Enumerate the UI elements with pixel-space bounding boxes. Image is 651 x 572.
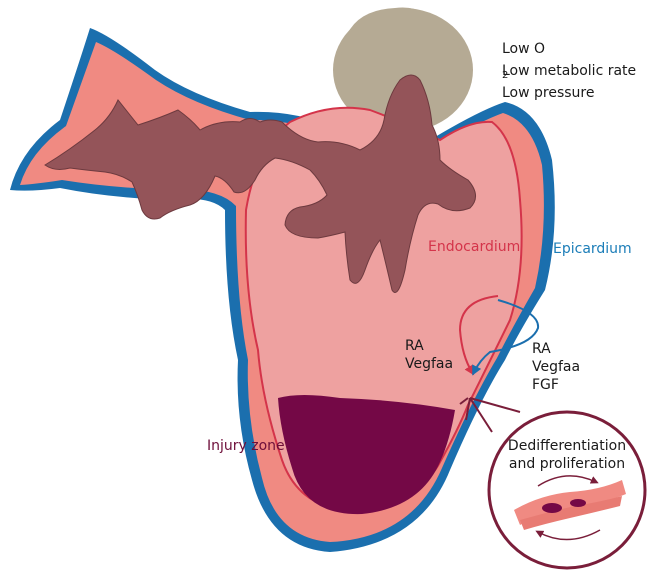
signal-vegfaa: Vegfaa [405, 356, 454, 372]
epicardium-label: Epicardium [553, 241, 632, 257]
epicardial-signals: RA Vegfaa FGF [532, 340, 580, 394]
inset-circle [487, 410, 647, 570]
endocardium-signal-arrow [458, 295, 499, 376]
injury-zone-label: Injury zone [207, 438, 285, 454]
epicardium-signal-arrow [472, 299, 540, 376]
cell-nucleus [542, 503, 562, 513]
inset-title-line-1: Dedifferentiation [507, 438, 627, 454]
injury-zone [278, 395, 455, 515]
dedifferentiating-cell [514, 480, 626, 525]
proliferation-arrow-bottom [535, 529, 601, 541]
dedifferentiating-cell-2 [520, 496, 622, 530]
signal-fgf: FGF [532, 377, 559, 393]
signal-vegfaa: Vegfaa [532, 359, 581, 375]
low-pressure-label: Low pressure [502, 85, 595, 101]
inset-title-line-2: and proliferation [508, 456, 626, 472]
low-metabolic-rate-label: Low metabolic rate [502, 63, 637, 79]
cell-nucleus-2 [570, 499, 586, 507]
endocardial-signals: RA Vegfaa [405, 337, 453, 373]
trabeculae [44, 74, 476, 293]
inset-connector [465, 397, 521, 433]
inset-title: Dedifferentiation and proliferation [492, 437, 642, 473]
signal-ra: RA [532, 341, 551, 357]
proliferation-arrow-top [537, 475, 599, 487]
signal-ra: RA [405, 338, 424, 354]
endocardium-label: Endocardium [428, 239, 521, 255]
